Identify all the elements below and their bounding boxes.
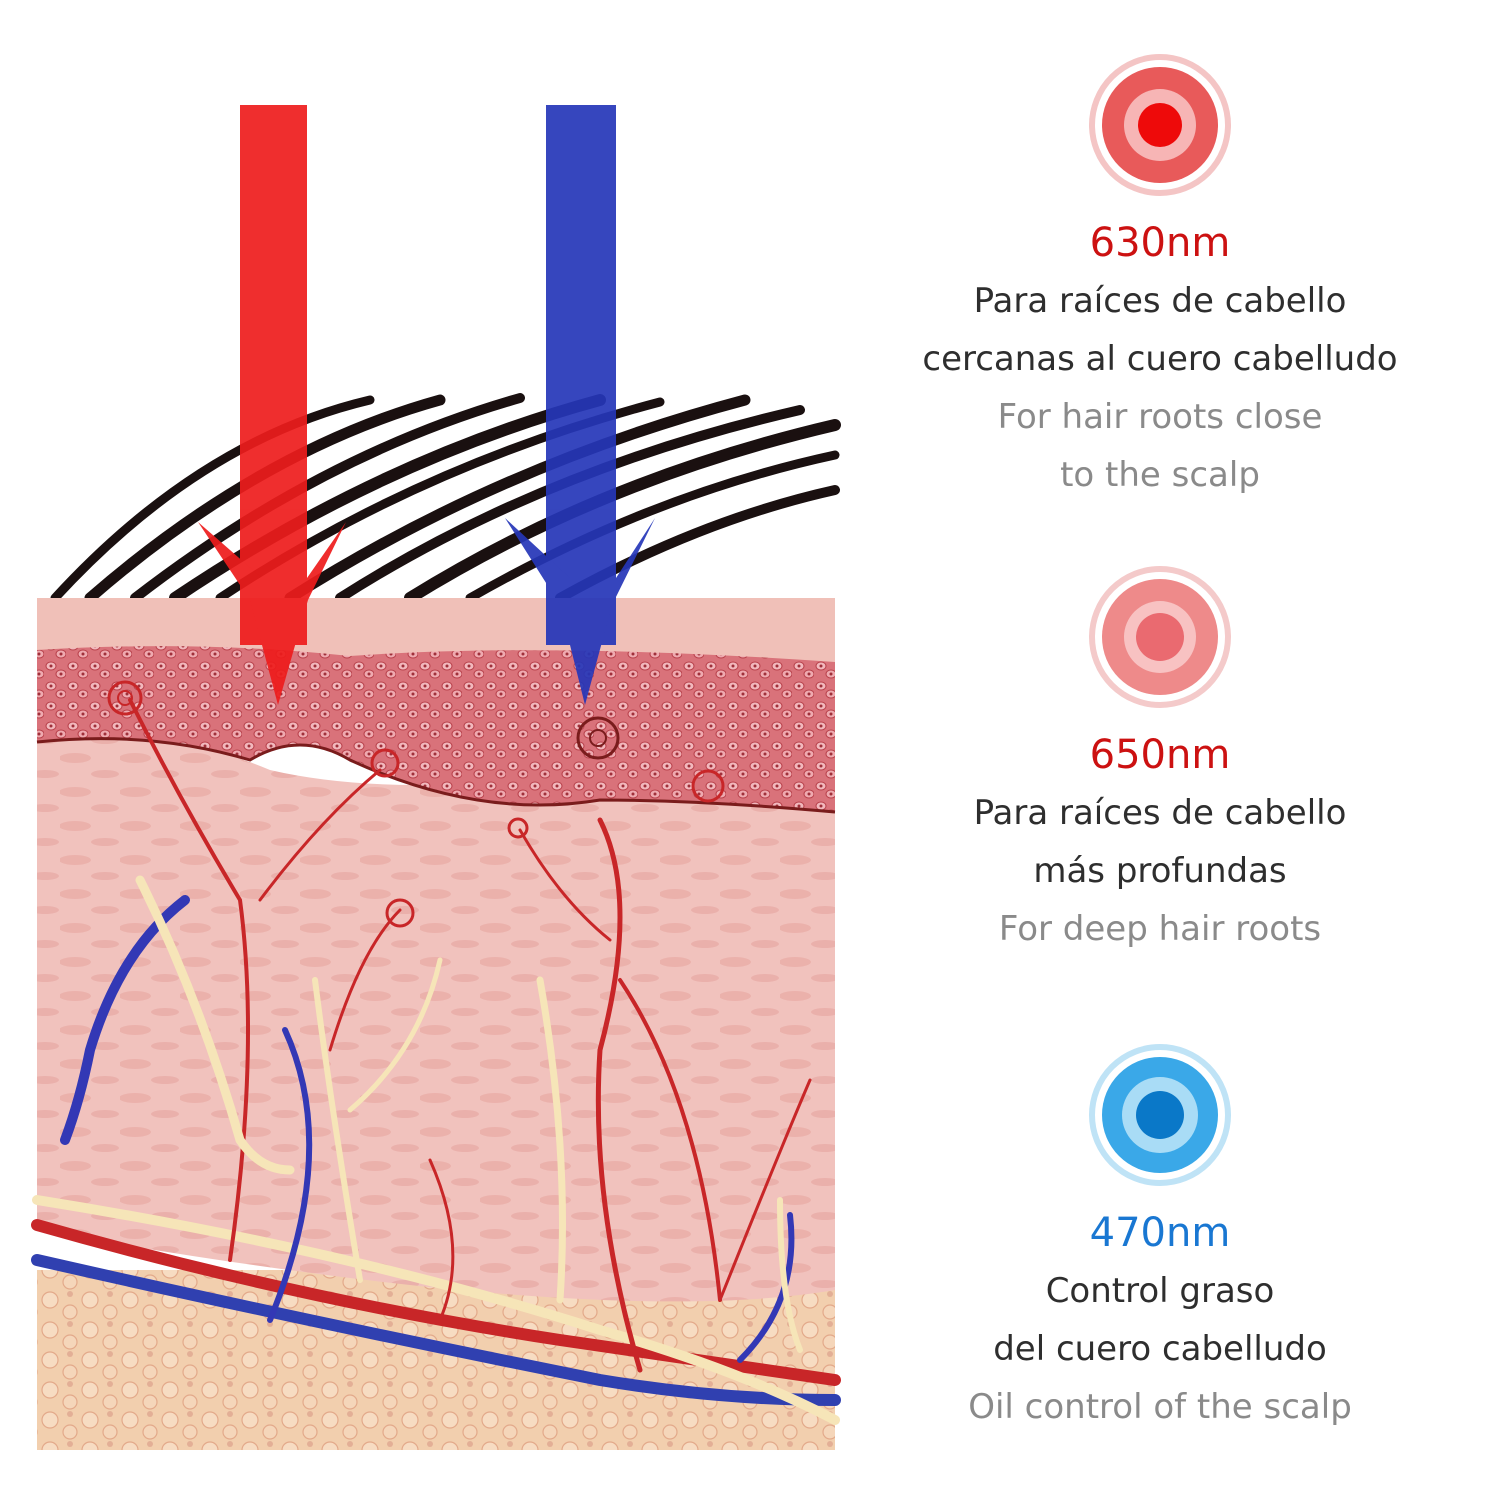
- spanish-description-line1: Control graso: [1045, 1271, 1275, 1311]
- wavelength-item-470: 470nm Control graso del cuero cabelludo …: [870, 1040, 1450, 1436]
- light-red-target-icon: [1089, 566, 1231, 708]
- spanish-description-line2: cercanas al cuero cabelludo: [922, 339, 1398, 379]
- blue-light-arrow: [505, 105, 655, 705]
- skin-layers: [36, 598, 836, 1450]
- wavelength-item-650: 650nm Para raíces de cabello más profund…: [870, 562, 1450, 958]
- english-description-line1: For hair roots close: [997, 397, 1323, 437]
- english-description-line1: Oil control of the scalp: [968, 1387, 1352, 1427]
- blue-light-target-icon: [1089, 1044, 1231, 1186]
- spanish-description-line1: Para raíces de cabello: [973, 281, 1347, 321]
- skin-cross-section-illustration: [31, 105, 841, 1450]
- spanish-description-line2: del cuero cabelludo: [993, 1329, 1327, 1369]
- wavelength-label: 650nm: [1089, 732, 1231, 778]
- blood-vessels: [31, 680, 841, 1425]
- red-light-target-icon: [1089, 54, 1231, 196]
- hair-strands: [50, 393, 841, 604]
- spanish-description-line1: Para raíces de cabello: [973, 793, 1347, 833]
- english-description-line1: For deep hair roots: [998, 909, 1322, 949]
- red-light-arrow: [198, 105, 346, 705]
- spanish-description-line2: más profundas: [1033, 851, 1287, 891]
- english-description-line2: to the scalp: [1060, 455, 1260, 495]
- wavelength-item-630: 630nm Para raíces de cabello cercanas al…: [870, 50, 1450, 504]
- wavelength-label: 630nm: [1089, 220, 1231, 266]
- wavelength-label: 470nm: [1089, 1210, 1231, 1256]
